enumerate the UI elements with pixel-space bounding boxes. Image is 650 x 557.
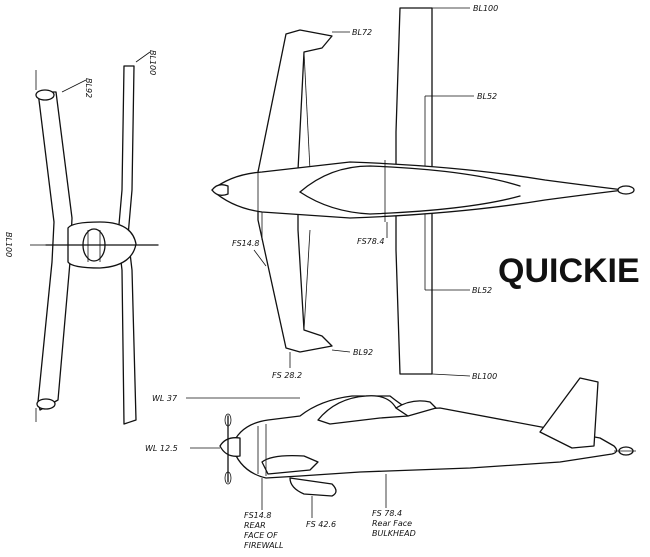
label-side-firewall: FIREWALL	[244, 541, 283, 550]
label-side-fs148: FS14.8	[244, 511, 272, 520]
label-side-wl37: WL 37	[152, 394, 178, 403]
label-side-fs784: FS 78.4	[372, 509, 402, 518]
label-side-face-of: FACE OF	[244, 531, 278, 540]
side-view: WL 37 WL 12.5 FS14.8 REAR FACE OF FIREWA…	[145, 377, 636, 550]
label-top-bl100-bottom: BL100	[472, 372, 497, 381]
front-view: BL100 BL92 BL100	[4, 50, 159, 425]
label-front-bl92: BL92	[84, 78, 93, 98]
label-top-bl52-top: BL52	[477, 92, 497, 101]
label-top-bl100-top: BL100	[473, 4, 498, 13]
side-wheel-pant	[289, 477, 337, 497]
label-top-bl52-bottom: BL52	[472, 286, 492, 295]
label-side-wl125: WL 12.5	[145, 444, 178, 453]
label-front-bl100-side: BL100	[4, 232, 13, 257]
label-top-bl72: BL72	[352, 28, 372, 37]
top-fuselage	[211, 161, 625, 219]
label-side-rear: REAR	[244, 521, 266, 530]
side-vertical-tail	[539, 377, 599, 449]
label-side-fs426: FS 42.6	[306, 520, 336, 529]
label-top-bl92: BL92	[353, 348, 373, 357]
label-front-bl100-top: BL100	[148, 50, 157, 75]
label-side-rear-face: Rear Face	[372, 519, 412, 528]
label-top-fs282: FS 28.2	[272, 371, 302, 380]
front-tip-top	[35, 89, 55, 101]
top-view: BL72 BL100 BL52 FS14.8 FS78.4 BL52 BL92 …	[211, 4, 635, 381]
label-top-fs148: FS14.8	[232, 239, 260, 248]
label-side-bulkhead: BULKHEAD	[372, 529, 416, 538]
front-canard-left	[37, 91, 73, 411]
front-tip-bottom	[36, 398, 56, 410]
label-top-fs784: FS78.4	[357, 237, 385, 246]
drawing-title: QUICKIE	[498, 252, 640, 290]
